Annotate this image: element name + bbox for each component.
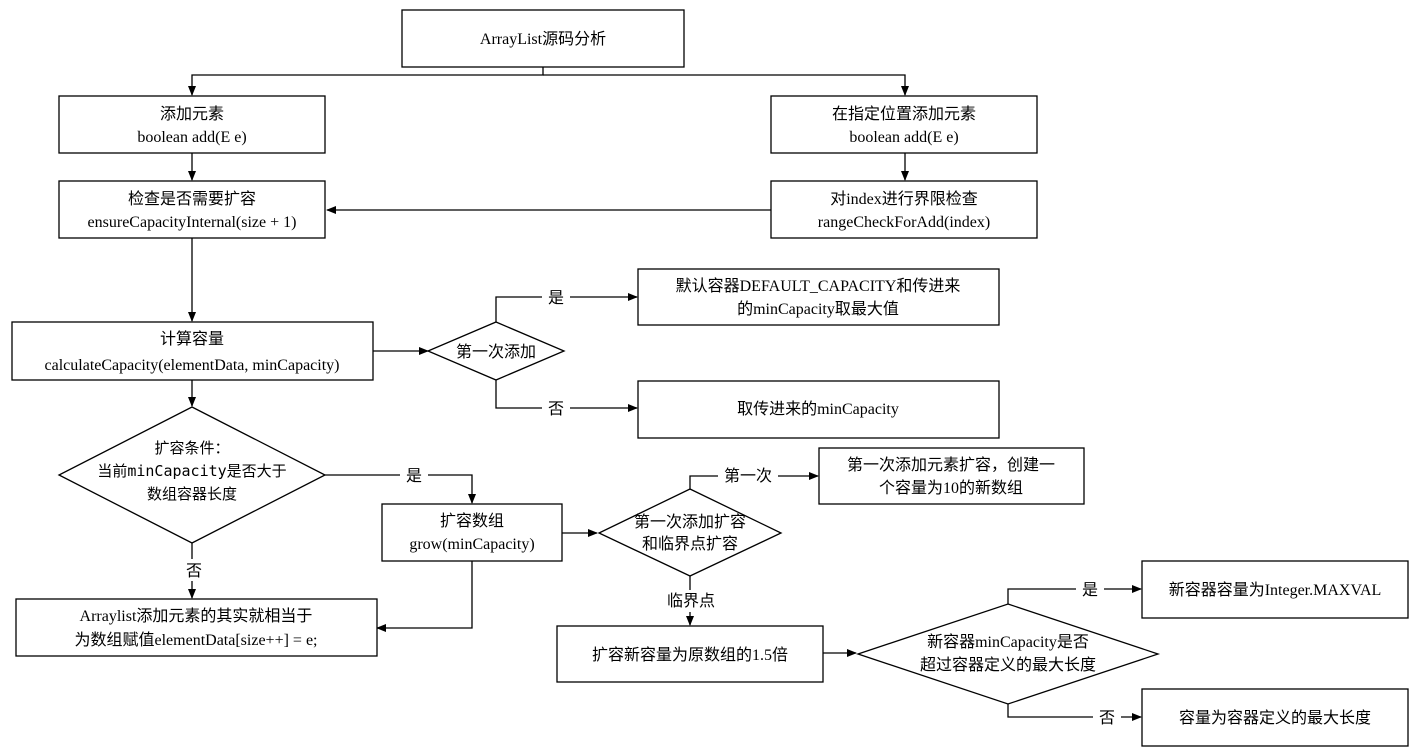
edges (188, 67, 1142, 721)
node-one-half-label: 扩容新容量为原数组的1.5倍 (592, 646, 788, 664)
node-max-check-line2: 超过容器定义的最大长度 (920, 656, 1096, 674)
node-maxval-label: 新容器容量为Integer.MAXVAL (1169, 581, 1382, 599)
node-range-check-line1: 对index进行界限检查 (830, 190, 978, 208)
label-bg (542, 397, 570, 419)
edge-root-to-add (188, 67, 544, 96)
edge-label-first-no: 否 (548, 401, 564, 418)
label-bg (180, 559, 208, 581)
edge-label-type-threshold: 临界点 (667, 592, 715, 610)
node-take-min: 取传进来的minCapacity (637, 380, 1000, 439)
node-one-half: 扩容新容量为原数组的1.5倍 (556, 625, 824, 683)
node-default-max: 默认容器DEFAULT_CAPACITY和传进来 的minCapacity取最大… (637, 268, 1000, 326)
node-root: ArrayList源码分析 (401, 9, 685, 68)
node-first-add-label: 第一次添加 (456, 343, 536, 361)
node-assign-line1: Arraylist添加元素的其实就相当于 (80, 607, 313, 625)
node-ensure-line1: 检查是否需要扩容 (128, 190, 256, 208)
edge-grow-to-assign (376, 561, 473, 632)
node-add-index-line2: boolean add(E e) (849, 129, 958, 146)
edge-labels: 是 否 是 否 第一次 临界点 是 否 (180, 286, 1121, 728)
edge-max-check-no (1007, 704, 1142, 721)
node-max-len-label: 容量为容器定义的最大长度 (1179, 709, 1371, 727)
edge-first-add-no (495, 380, 638, 412)
node-add-index: 在指定位置添加元素 boolean add(E e) (770, 95, 1038, 154)
node-max-len: 容量为容器定义的最大长度 (1141, 688, 1409, 747)
node-grow-type-line1: 第一次添加扩容 (634, 513, 746, 531)
node-add-line2: boolean add(E e) (137, 129, 246, 146)
edge-label-max-yes: 是 (1082, 582, 1098, 599)
node-grow-cond-line1: 扩容条件： (154, 439, 229, 457)
node-default-max-line1: 默认容器DEFAULT_CAPACITY和传进来 (676, 277, 961, 295)
node-default-max-line2: 的minCapacity取最大值 (737, 300, 899, 318)
edge-label-cond-yes: 是 (406, 468, 422, 485)
edge-label-max-no: 否 (1099, 710, 1115, 727)
node-max-check-line1: 新容器minCapacity是否 (927, 633, 1089, 651)
node-calc: 计算容量 calculateCapacity(elementData, minC… (11, 321, 374, 381)
node-grow-type-line2: 和临界点扩容 (642, 535, 738, 553)
node-grow-type: 第一次添加扩容 和临界点扩容 (597, 488, 783, 577)
node-ensure: 检查是否需要扩容 ensureCapacityInternal(size + 1… (58, 180, 326, 239)
node-grow: 扩容数组 grow(minCapacity) (381, 503, 563, 562)
node-grow-line1: 扩容数组 (440, 512, 504, 530)
label-bg (542, 286, 570, 308)
node-first-grow-line2: 个容量为10的新数组 (879, 479, 1023, 497)
node-add-line1: 添加元素 (160, 105, 224, 123)
node-root-title: ArrayList源码分析 (480, 30, 606, 48)
label-bg (718, 465, 778, 487)
edge-label-cond-no: 否 (186, 563, 202, 580)
label-bg (1076, 578, 1104, 600)
node-grow-line2: grow(minCapacity) (409, 536, 534, 553)
node-assign: Arraylist添加元素的其实就相当于 为数组赋值elementData[si… (15, 598, 378, 657)
node-calc-line2: calculateCapacity(elementData, minCapaci… (45, 357, 340, 374)
edge-max-check-yes (1007, 585, 1142, 604)
edge-label-type-first: 第一次 (724, 467, 772, 485)
node-grow-cond-line3: 数组容器长度 (147, 485, 237, 503)
node-first-grow-line1: 第一次添加元素扩容，创建一 (847, 456, 1055, 474)
label-bg (664, 590, 718, 612)
node-first-grow: 第一次添加元素扩容，创建一 个容量为10的新数组 (818, 447, 1085, 505)
node-grow-cond-line2: 当前minCapacity是否大于 (97, 462, 286, 480)
node-first-add: 第一次添加 (426, 321, 566, 381)
node-max-check: 新容器minCapacity是否 超过容器定义的最大长度 (855, 603, 1161, 705)
node-range-check-line2: rangeCheckForAdd(index) (818, 214, 990, 231)
edge-first-add-yes (495, 293, 638, 322)
node-ensure-line2: ensureCapacityInternal(size + 1) (88, 214, 297, 231)
edge-grow-cond-yes (325, 474, 476, 504)
node-calc-line1: 计算容量 (160, 329, 224, 348)
edge-label-first-yes: 是 (548, 290, 564, 307)
node-maxval: 新容器容量为Integer.MAXVAL (1141, 560, 1409, 619)
node-take-min-label: 取传进来的minCapacity (737, 400, 899, 418)
edge-root-to-add-index (543, 74, 909, 96)
node-range-check: 对index进行界限检查 rangeCheckForAdd(index) (770, 180, 1038, 239)
node-add-index-line1: 在指定位置添加元素 (832, 105, 976, 123)
node-grow-cond: 扩容条件： 当前minCapacity是否大于 数组容器长度 (57, 406, 327, 544)
label-bg (400, 464, 428, 486)
node-assign-line2: 为数组赋值elementData[size++] = e; (75, 631, 318, 649)
node-add: 添加元素 boolean add(E e) (58, 95, 326, 154)
label-bg (1093, 706, 1121, 728)
